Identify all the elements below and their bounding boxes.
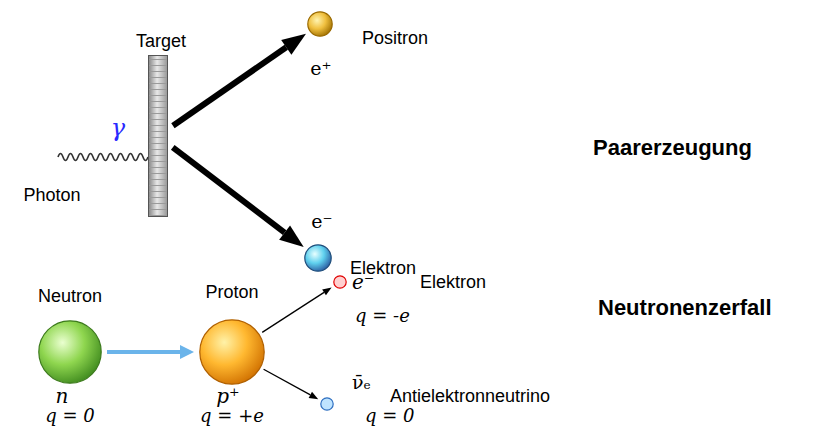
particle-symbol: n — [56, 386, 69, 406]
photon-label: Photon — [23, 186, 80, 204]
target-slab: Target — [148, 55, 168, 217]
arrow-head — [279, 225, 304, 247]
process-title: Paarerzeugung — [593, 137, 752, 159]
particle-name: Positron — [362, 29, 428, 47]
arrow-shaft — [264, 369, 311, 395]
arrow-shaft — [107, 350, 180, 354]
arrow-shaft — [262, 292, 324, 332]
arrow-head — [322, 287, 331, 295]
proton-sphere-outline — [199, 319, 265, 385]
positron-sphere-disc — [308, 12, 332, 36]
particle-name: Antielektronneutrino — [390, 387, 550, 405]
process-title: Neutronenzerfall — [598, 297, 772, 319]
electron-sphere-disc — [305, 245, 331, 271]
charge-label: q = -e — [355, 307, 410, 325]
particle-symbol: e⁻ — [311, 212, 332, 231]
proton-sphere-disc — [200, 320, 264, 384]
particle-symbol: p⁺ — [216, 386, 239, 406]
arrow-shaft — [173, 147, 285, 232]
arrow-head — [309, 392, 319, 399]
arrow-connector — [173, 147, 304, 247]
charge-label: q = 0 — [365, 407, 415, 425]
proton-sphere: Protonp⁺q = +e — [199, 319, 265, 385]
neutron-sphere-disc — [39, 321, 101, 383]
particle-name: Elektron — [420, 273, 486, 291]
target-label: Target — [136, 32, 186, 50]
arrow-shaft — [173, 47, 286, 125]
photon-wave — [58, 154, 148, 161]
arrow-connector — [173, 34, 306, 126]
electron-sphere: e⁻Elektron — [304, 244, 332, 272]
electron-dot-disc — [334, 276, 346, 288]
charge-label: q = 0 — [45, 407, 95, 425]
electron-sphere-outline — [304, 244, 332, 272]
antineutrino-dot-outline — [320, 397, 334, 411]
arrow-connector — [107, 345, 194, 359]
electron-dot: e⁻Elektronq = -e — [333, 275, 347, 289]
particle-symbol: e⁺ — [310, 59, 331, 78]
particle-name: Proton — [205, 283, 258, 301]
neutron-sphere-outline — [38, 320, 102, 384]
arrow-head — [180, 345, 194, 359]
particle-symbol: e⁻ — [352, 272, 374, 292]
particle-name: Neutron — [38, 287, 102, 305]
neutron-sphere: Neutronnq = 0 — [38, 320, 102, 384]
arrow-connector — [262, 287, 331, 332]
arrow-connector — [264, 369, 319, 399]
particle-symbol: ν̄ₑ — [352, 373, 371, 392]
antineutrino-dot: ν̄ₑAntielektronneutrinoq = 0 — [320, 397, 334, 411]
charge-label: q = +e — [200, 407, 264, 425]
arrow-head — [281, 34, 306, 55]
antineutrino-dot-disc — [321, 398, 333, 410]
electron-dot-outline — [333, 275, 347, 289]
positron-sphere: Positrone⁺ — [307, 11, 333, 37]
positron-sphere-outline — [307, 11, 333, 37]
photon-symbol: γ — [111, 116, 125, 140]
